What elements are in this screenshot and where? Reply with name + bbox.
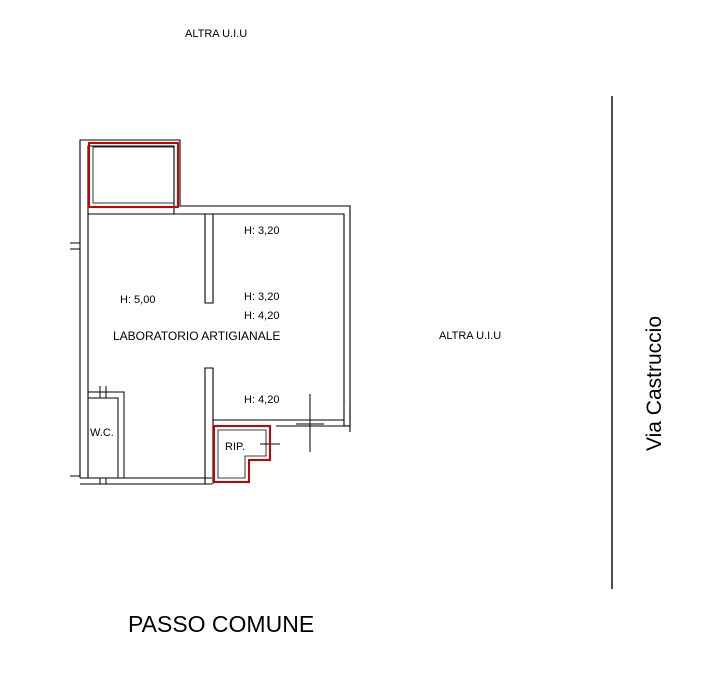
height-main-label: H: 5,00: [120, 294, 155, 306]
door-marks: [260, 394, 351, 452]
height-middle-a-label: H: 3,20: [244, 291, 279, 303]
top-neighbor-label: ALTRA U.I.U: [185, 28, 247, 40]
right-neighbor-label: ALTRA U.I.U: [439, 330, 501, 342]
street-label: Via Castruccio: [643, 316, 666, 451]
highlighted-top-room-inner: [92, 146, 175, 204]
wc-label: W.C.: [90, 427, 114, 439]
main-room-label: LABORATORIO ARTIGIANALE: [113, 329, 280, 343]
passage-label: PASSO COMUNE: [128, 611, 314, 637]
height-lower-label: H: 4,20: [244, 394, 279, 406]
highlighted-storage: [213, 425, 271, 483]
storage-label: RIP.: [225, 441, 245, 453]
height-upper-label: H: 3,20: [244, 225, 279, 237]
highlighted-top-room: [88, 142, 179, 208]
wc-walls: [88, 386, 125, 485]
left-wall-stubs: [70, 242, 80, 477]
height-middle-b-label: H: 4,20: [244, 310, 279, 322]
highlighted-storage-inner: [217, 429, 267, 479]
